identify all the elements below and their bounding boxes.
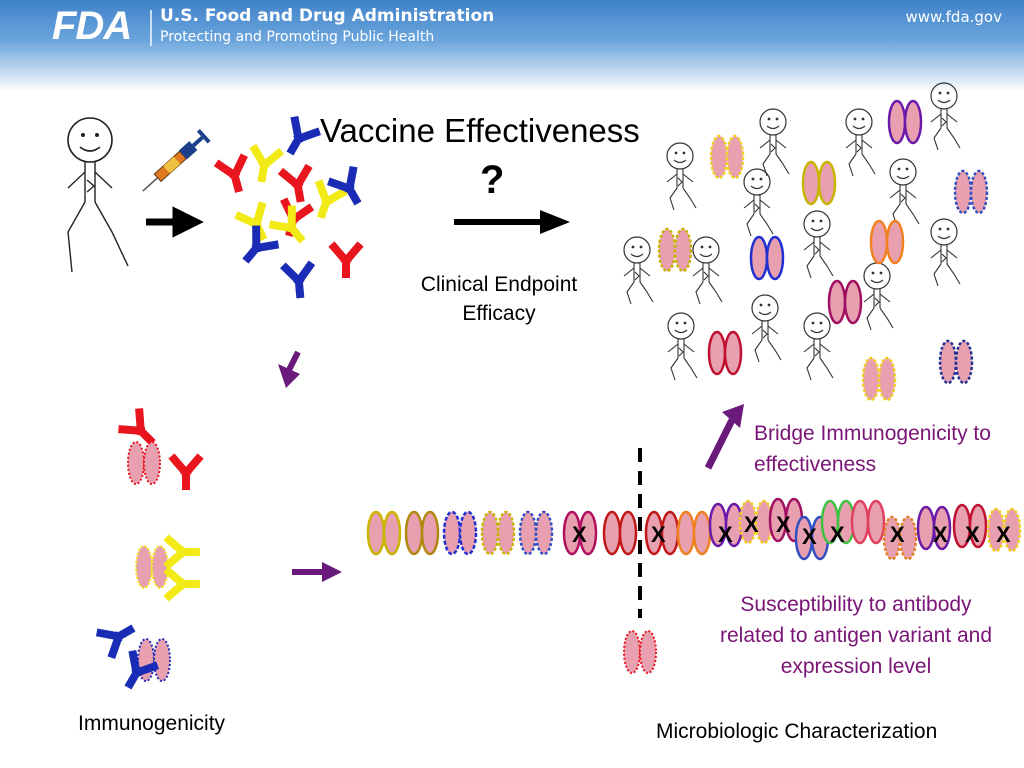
arrow-to-antibodies <box>146 206 204 238</box>
header-divider <box>150 10 152 46</box>
arrow-down-to-immunogenicity <box>278 350 301 388</box>
kill-mark: X <box>744 512 759 537</box>
immunogenicity-red <box>122 412 198 486</box>
kill-mark: X <box>830 522 845 547</box>
immunogenicity-blue <box>101 620 171 690</box>
immunogenicity-label: Immunogenicity <box>78 712 226 735</box>
kill-mark: X <box>802 524 817 549</box>
agency-tagline: Protecting and Promoting Public Health <box>160 29 435 45</box>
kill-mark: X <box>996 522 1011 547</box>
kill-marks: X X X X X X X X X X X <box>572 512 1011 549</box>
kill-mark: X <box>651 522 666 547</box>
syringe-icon <box>142 128 211 192</box>
kill-mark: X <box>965 522 980 547</box>
fda-header-banner: FDA U.S. Food and Drug Administration Pr… <box>0 0 1024 92</box>
vaccinee-person <box>67 117 129 273</box>
kill-mark: X <box>890 522 905 547</box>
immunogenicity-yellow <box>135 540 196 596</box>
fda-logo[interactable]: FDA <box>52 4 132 48</box>
agency-name: U.S. Food and Drug Administration <box>160 6 495 26</box>
susceptibility-label: Susceptibility to antibody related to an… <box>719 593 993 678</box>
kill-mark: X <box>776 512 791 537</box>
kill-mark: X <box>572 522 587 547</box>
population-bacteria <box>657 99 989 402</box>
arrow-to-micro <box>292 562 342 582</box>
arrow-to-endpoint <box>454 210 570 234</box>
micro-characterization-label: Microbiologic Characterization <box>656 720 938 743</box>
arrow-bridge-up <box>704 404 744 470</box>
bridge-label: Bridge Immunogenicity to effectiveness <box>754 422 991 476</box>
clinical-endpoint-label: Clinical Endpoint Efficacy <box>420 273 578 325</box>
susceptible-bacterium <box>623 630 657 674</box>
question-mark: ? <box>480 158 505 202</box>
kill-mark: X <box>718 522 733 547</box>
kill-mark: X <box>933 522 948 547</box>
fda-url-link[interactable]: www.fda.gov <box>905 8 1002 26</box>
slide-title: Vaccine Effectiveness <box>320 112 640 149</box>
bacteria-spectrum-row <box>366 497 1022 561</box>
